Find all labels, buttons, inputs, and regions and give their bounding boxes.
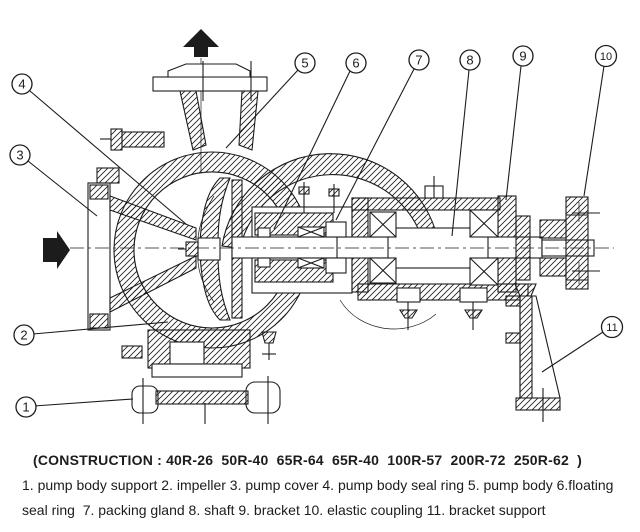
- callout-7: 7: [335, 49, 430, 221]
- discharge-direction-arrow-icon: [183, 29, 219, 57]
- svg-text:3: 3: [16, 148, 23, 163]
- callout-6: 6: [273, 52, 367, 230]
- construction-models-line: (CONSTRUCTION : 40R-26 50R-40 65R-64 65R…: [33, 452, 582, 468]
- pump-body-support-foot: [131, 363, 281, 424]
- callout-10: 10: [583, 44, 618, 197]
- bearings: [369, 209, 499, 286]
- elastic-coupling: [539, 196, 600, 290]
- callout-5: 5: [225, 52, 316, 149]
- callout-8: 8: [451, 49, 481, 237]
- callout-9: 9: [505, 45, 534, 201]
- svg-text:11: 11: [606, 322, 617, 334]
- parts-caption-line-1: 1. pump body support 2. impeller 3. pump…: [22, 477, 614, 493]
- bracket-support: [505, 283, 561, 422]
- callout-4: 4: [11, 73, 187, 225]
- parts-caption-line-2: seal ring 7. packing gland 8. shaft 9. b…: [22, 502, 546, 518]
- svg-text:4: 4: [18, 77, 25, 92]
- svg-text:2: 2: [20, 328, 27, 343]
- lower-casing: [121, 299, 437, 369]
- suction-cone-upper-wall: [109, 195, 197, 241]
- svg-text:1: 1: [22, 400, 29, 415]
- callout-1: 1: [15, 396, 134, 418]
- svg-text:6: 6: [352, 56, 359, 71]
- svg-text:9: 9: [519, 49, 526, 64]
- discharge-flange: [152, 61, 268, 151]
- callout-11: 11: [541, 315, 624, 373]
- svg-text:10: 10: [600, 51, 612, 63]
- svg-text:8: 8: [466, 53, 473, 68]
- pump-cross-section-drawing: 1 2 3 4 5 6 7 8 9 10 11: [9, 29, 624, 424]
- callout-2: 2: [13, 321, 169, 346]
- svg-text:5: 5: [301, 56, 308, 71]
- callout-3: 3: [9, 144, 98, 217]
- suction-direction-arrow-icon: [43, 231, 70, 269]
- suction-flange: [87, 167, 197, 331]
- packing-gland-area: [257, 221, 347, 274]
- casing-bolt: [100, 128, 165, 151]
- svg-text:7: 7: [415, 53, 422, 68]
